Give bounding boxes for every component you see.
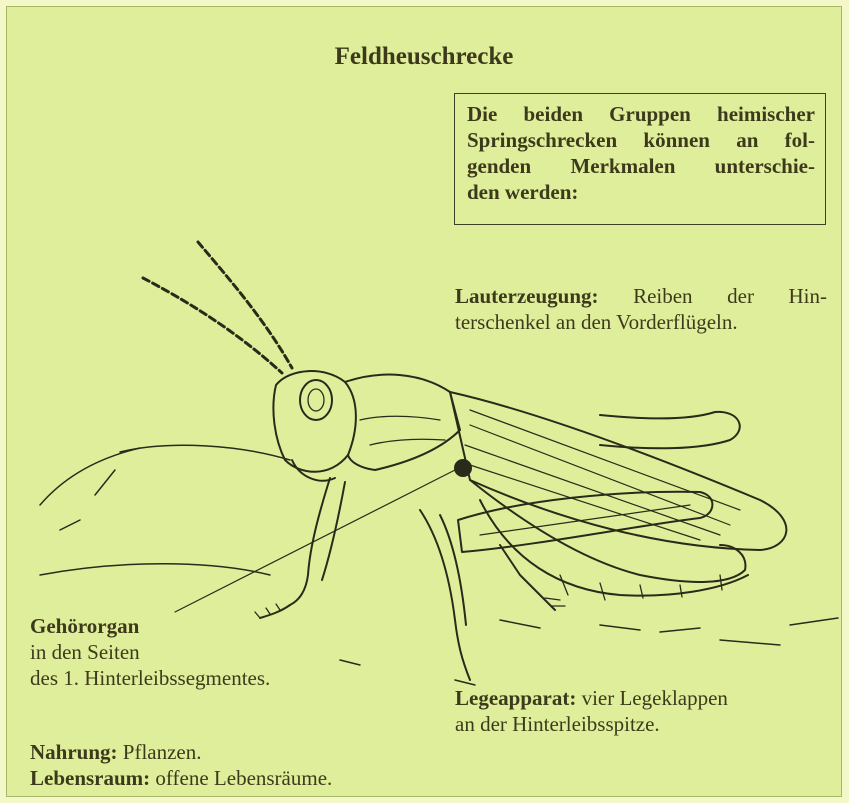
antennae-drawing (143, 242, 292, 373)
head-drawing (273, 371, 355, 481)
hearing-organ-pointer-line (175, 470, 455, 612)
pronotum-drawing (345, 375, 460, 470)
middle-leg-drawing (420, 510, 475, 685)
hind-leg-drawing (458, 412, 740, 610)
